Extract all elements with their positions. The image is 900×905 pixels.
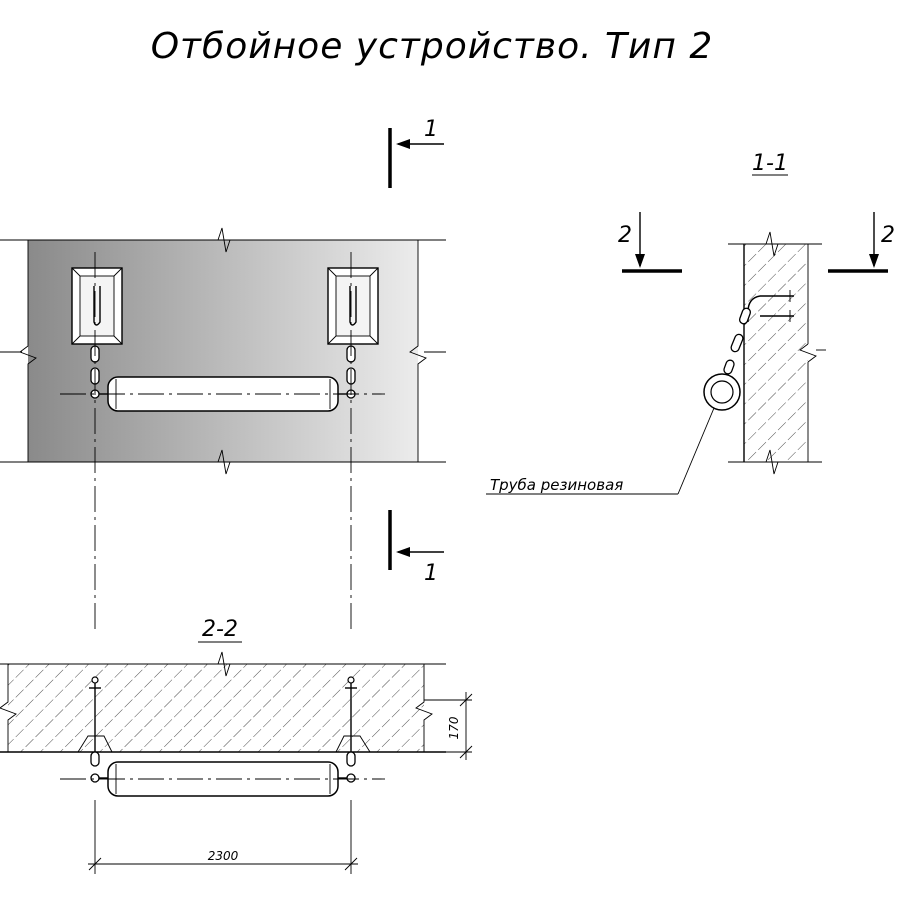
anchor-plate-right	[327, 267, 379, 345]
cut-label-2-right: 2	[881, 223, 895, 248]
section-2-2: 2-2 170	[0, 617, 473, 874]
section-title-1-1: 1-1	[752, 151, 788, 176]
cut-label-1-top: 1	[424, 117, 438, 142]
anchor-plate-left	[71, 267, 123, 345]
cut-mark-2-right: 2	[828, 212, 895, 273]
drawing-title: Отбойное устройство. Тип 2	[151, 26, 714, 67]
slab-section-2-2	[8, 664, 424, 752]
section-1-1: 1-1 Труба резиновая	[486, 151, 826, 495]
cut-mark-1-bottom: 1	[388, 510, 444, 586]
wall-section-1-1	[744, 244, 808, 462]
pipe-note-label: Труба резиновая	[490, 476, 623, 494]
length-dimension: 2300	[208, 849, 239, 863]
cut-mark-1-top: 1	[388, 117, 444, 188]
thickness-dimension: 170	[447, 716, 461, 739]
cut-label-1-bottom: 1	[424, 561, 438, 586]
section-title-2-2: 2-2	[202, 617, 238, 642]
cut-label-2-left: 2	[618, 223, 632, 248]
front-view	[0, 227, 446, 630]
cut-mark-2-left: 2	[618, 212, 682, 273]
